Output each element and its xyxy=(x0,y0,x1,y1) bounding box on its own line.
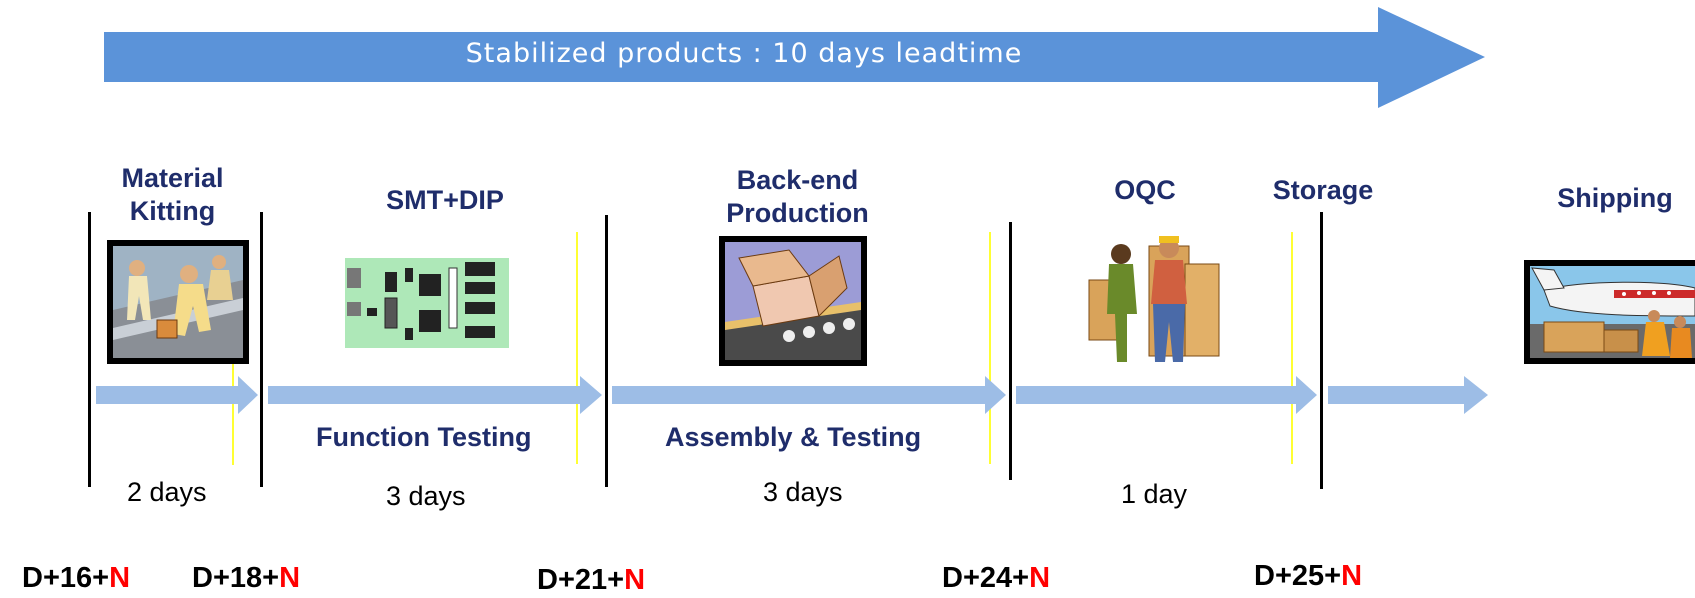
flow-arrow-kitting xyxy=(96,376,258,414)
marker-line xyxy=(1291,232,1293,464)
divider-line xyxy=(605,215,608,487)
stage-title-oqc: OQC xyxy=(1114,175,1176,205)
divider-line xyxy=(1320,212,1323,489)
divider-line xyxy=(88,212,91,487)
marker-line xyxy=(989,232,991,464)
marker-line xyxy=(232,300,234,465)
circuit-board-icon xyxy=(345,258,509,348)
flow-arrow-smt xyxy=(268,376,602,414)
oqc-workers-icon xyxy=(1088,236,1220,362)
flow-arrow-backend xyxy=(612,376,1006,414)
date-milestone-4: D+24+N xyxy=(942,562,1051,594)
leadtime-banner-arrow xyxy=(104,7,1485,108)
stage-title-shipping: Shipping xyxy=(1557,183,1673,213)
duration-oqc: 1 day xyxy=(1121,479,1188,509)
workers-kitting-icon xyxy=(107,240,249,364)
divider-line xyxy=(1009,222,1012,480)
date-milestone-1: D+16+N xyxy=(22,562,131,594)
airplane-cargo-icon xyxy=(1524,260,1695,364)
divider-line xyxy=(260,212,263,487)
flow-arrow-shipping xyxy=(1328,376,1488,414)
conveyor-box-icon xyxy=(719,236,867,366)
function-testing-label: Function Testing xyxy=(316,422,532,452)
duration-kitting: 2 days xyxy=(127,477,207,507)
duration-smt: 3 days xyxy=(386,481,466,511)
date-milestone-2: D+18+N xyxy=(192,562,301,594)
flow-arrow-oqc xyxy=(1016,376,1317,414)
date-milestone-3: D+21+N xyxy=(537,564,646,596)
flow-arrows xyxy=(96,376,1488,414)
duration-backend: 3 days xyxy=(763,477,843,507)
leadtime-banner-text: Stabilized products : 10 days leadtime xyxy=(465,38,1023,69)
stage-title-smt-dip: SMT+DIP xyxy=(386,185,504,215)
marker-line xyxy=(576,232,578,464)
assembly-testing-label: Assembly & Testing xyxy=(665,422,922,452)
stage-title-storage: Storage xyxy=(1272,175,1374,205)
date-milestone-5: D+25+N xyxy=(1254,560,1363,592)
